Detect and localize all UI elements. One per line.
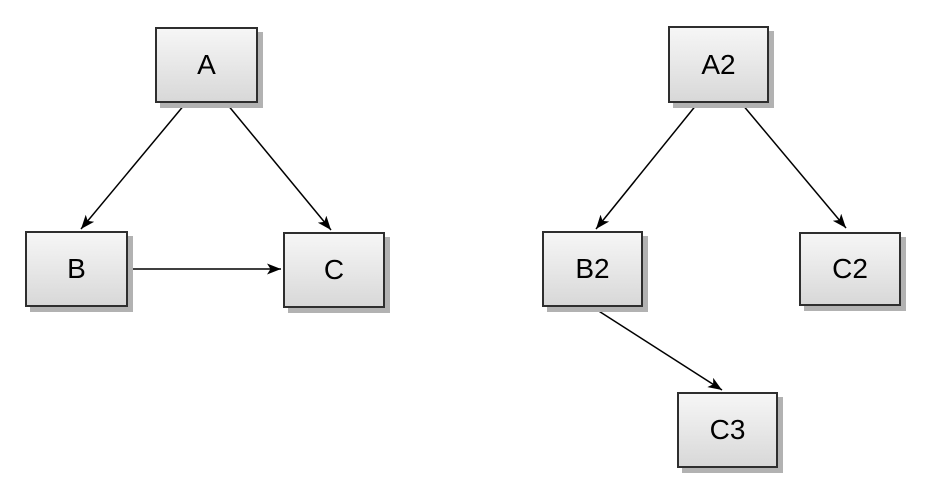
node-label: A2 xyxy=(701,48,736,80)
node-label: B2 xyxy=(575,253,610,284)
node-label: C xyxy=(323,254,345,285)
node-B2[interactable]: B2 xyxy=(542,231,643,307)
node-C[interactable]: C xyxy=(283,232,385,308)
node-A[interactable]: A xyxy=(155,27,258,103)
edge-A2-B2[interactable] xyxy=(595,103,698,230)
node-A2[interactable]: A2 xyxy=(668,26,769,103)
node-B[interactable]: B xyxy=(25,231,128,307)
node-label: C3 xyxy=(709,414,746,445)
node-C3[interactable]: C3 xyxy=(677,392,778,468)
edge-B2-C3[interactable] xyxy=(593,307,723,391)
node-C2[interactable]: C2 xyxy=(799,232,901,306)
node-label: A xyxy=(197,49,216,80)
node-label: B xyxy=(67,253,86,284)
node-label: C2 xyxy=(832,253,868,284)
edge-A-C[interactable] xyxy=(226,103,332,231)
edge-A2-C2[interactable] xyxy=(741,103,847,229)
edge-A-B[interactable] xyxy=(80,103,186,230)
